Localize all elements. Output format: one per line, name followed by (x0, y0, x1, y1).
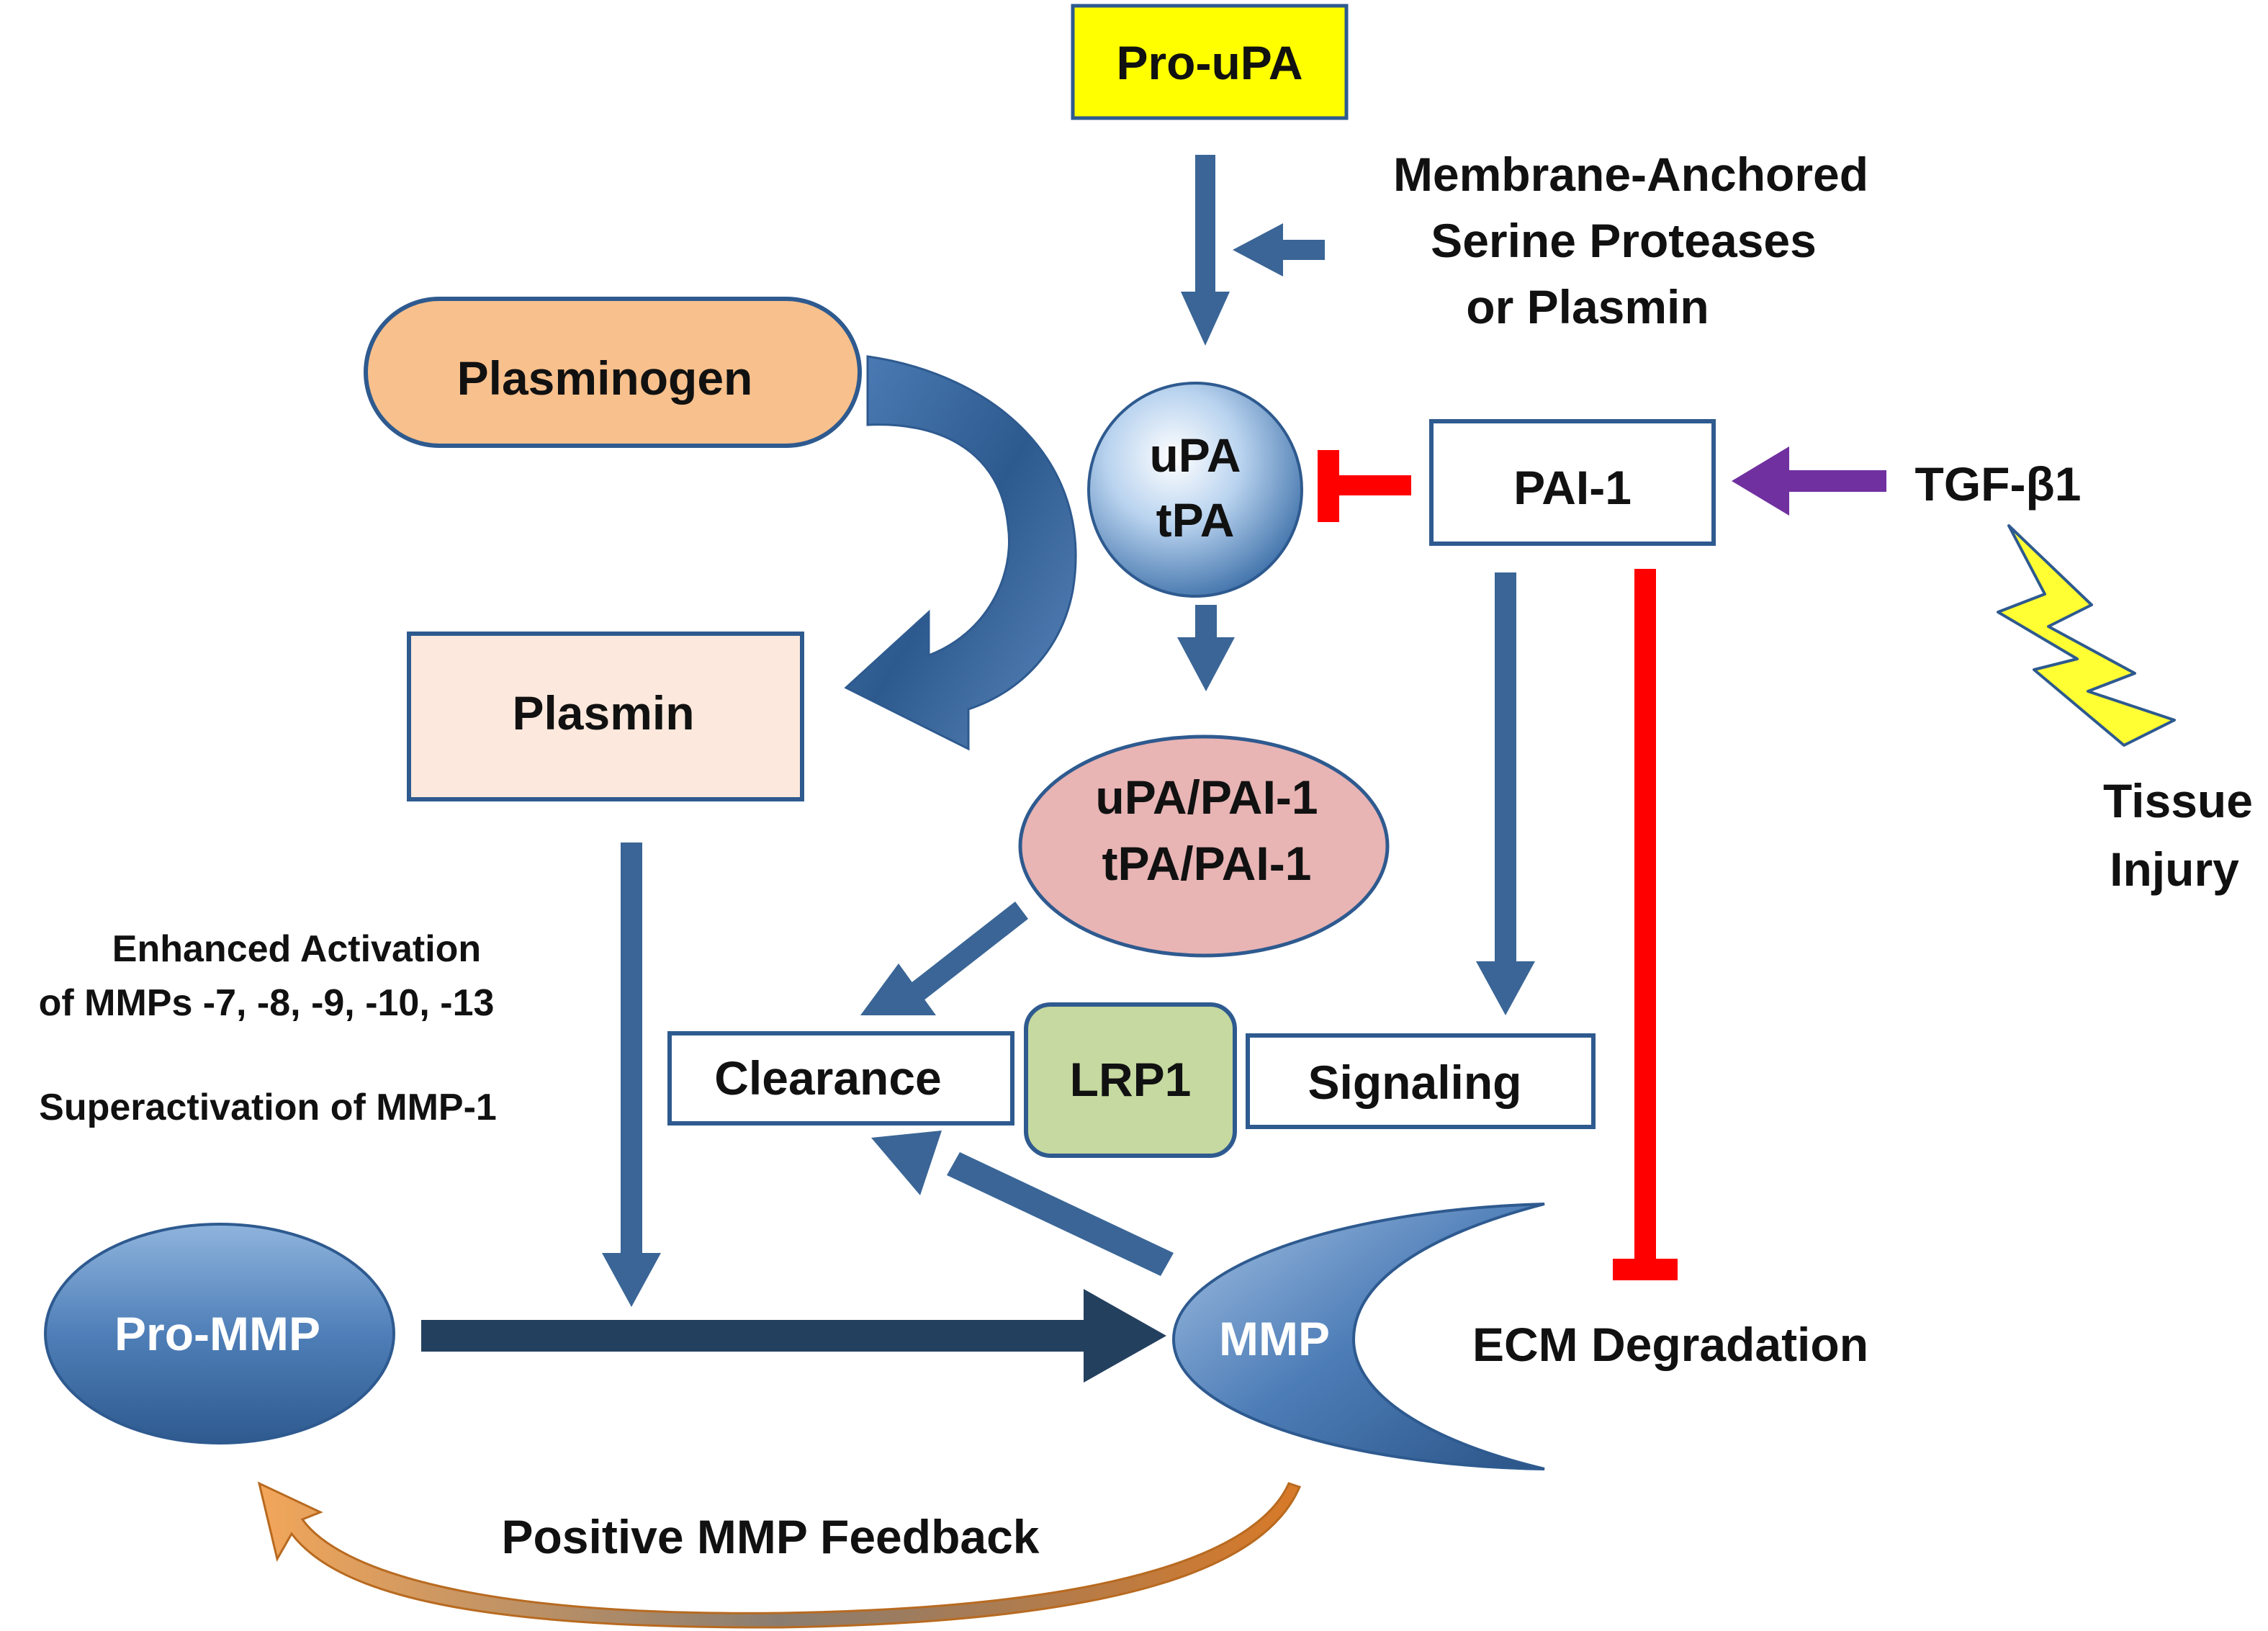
signaling-label: Signaling (1308, 1056, 1522, 1109)
membrane-protease-label-3: or Plasmin (1466, 280, 1709, 333)
positive-feedback-arrow (257, 1481, 1302, 1629)
enhanced-activation-label-2: of MMPs -7, -8, -9, -10, -13 (39, 982, 495, 1024)
tgf-to-pai1-arrow (1732, 446, 1886, 516)
pro-mmp-label: Pro-MMP (114, 1307, 320, 1360)
lrp1-label: LRP1 (1070, 1053, 1192, 1106)
lightning-bolt-icon (1997, 524, 2176, 747)
upa-pai1-complex (1018, 734, 1390, 958)
pai1-inhibits-ecm-degradation (1613, 569, 1678, 1280)
positive-feedback-label: Positive MMP Feedback (501, 1510, 1039, 1563)
superactivation-label: Superactivation of MMP-1 (39, 1087, 497, 1128)
plasminogen-pill (364, 297, 862, 448)
enhanced-activation-label-1: Enhanced Activation (112, 928, 481, 970)
plasmin-label: Plasmin (512, 686, 694, 740)
clearance-box (667, 1031, 1014, 1125)
mmp-crescent (1171, 1203, 1545, 1470)
tissue-injury-label-2: Injury (2110, 843, 2239, 896)
pro-upa-label: Pro-uPA (1116, 36, 1302, 89)
pai1-to-signaling-arrow (1476, 572, 1535, 1015)
complex-to-clearance-arrow (860, 902, 1028, 1015)
membrane-protease-label-1: Membrane-Anchored (1393, 148, 1868, 201)
mmp-label: MMP (1219, 1312, 1330, 1365)
mmp-to-clearance-arrow (871, 1131, 1174, 1276)
upa-tpa-sphere (1087, 382, 1303, 598)
plasminogen-label: Plasminogen (457, 351, 753, 405)
ecm-degradation-label: ECM Degradation (1472, 1318, 1868, 1371)
upa-label: uPA (1149, 428, 1241, 482)
pai1-label: PAI-1 (1513, 461, 1632, 514)
pai1-inhibits-upa (1318, 450, 1411, 522)
pro-mmp-ellipse (44, 1223, 395, 1444)
tissue-injury-label-1: Tissue (2103, 774, 2253, 827)
tpa-label: tPA (1156, 493, 1235, 547)
plasmin-box (407, 632, 804, 801)
tgf-label: TGF-β1 (1915, 457, 2082, 511)
pro-mmp-to-mmp-arrow (421, 1289, 1166, 1383)
plasminogen-to-plasmin-arrow (844, 355, 1077, 751)
membrane-protease-label-2: Serine Proteases (1431, 214, 1817, 267)
lrp1-box (1024, 1002, 1237, 1158)
plasmin-to-mmp-activation-arrow (602, 843, 661, 1307)
pro-upa-box (1071, 4, 1349, 120)
pai1-box (1429, 419, 1716, 546)
signaling-box (1246, 1033, 1596, 1129)
membrane-protease-arrow (1233, 223, 1325, 277)
complex-label-1: uPA/PAI-1 (1095, 770, 1318, 824)
pro-upa-to-upa-arrow (1181, 155, 1230, 346)
clearance-label: Clearance (714, 1051, 942, 1105)
upa-to-complex-arrow (1177, 605, 1235, 691)
complex-label-2: tPA/PAI-1 (1102, 837, 1312, 890)
